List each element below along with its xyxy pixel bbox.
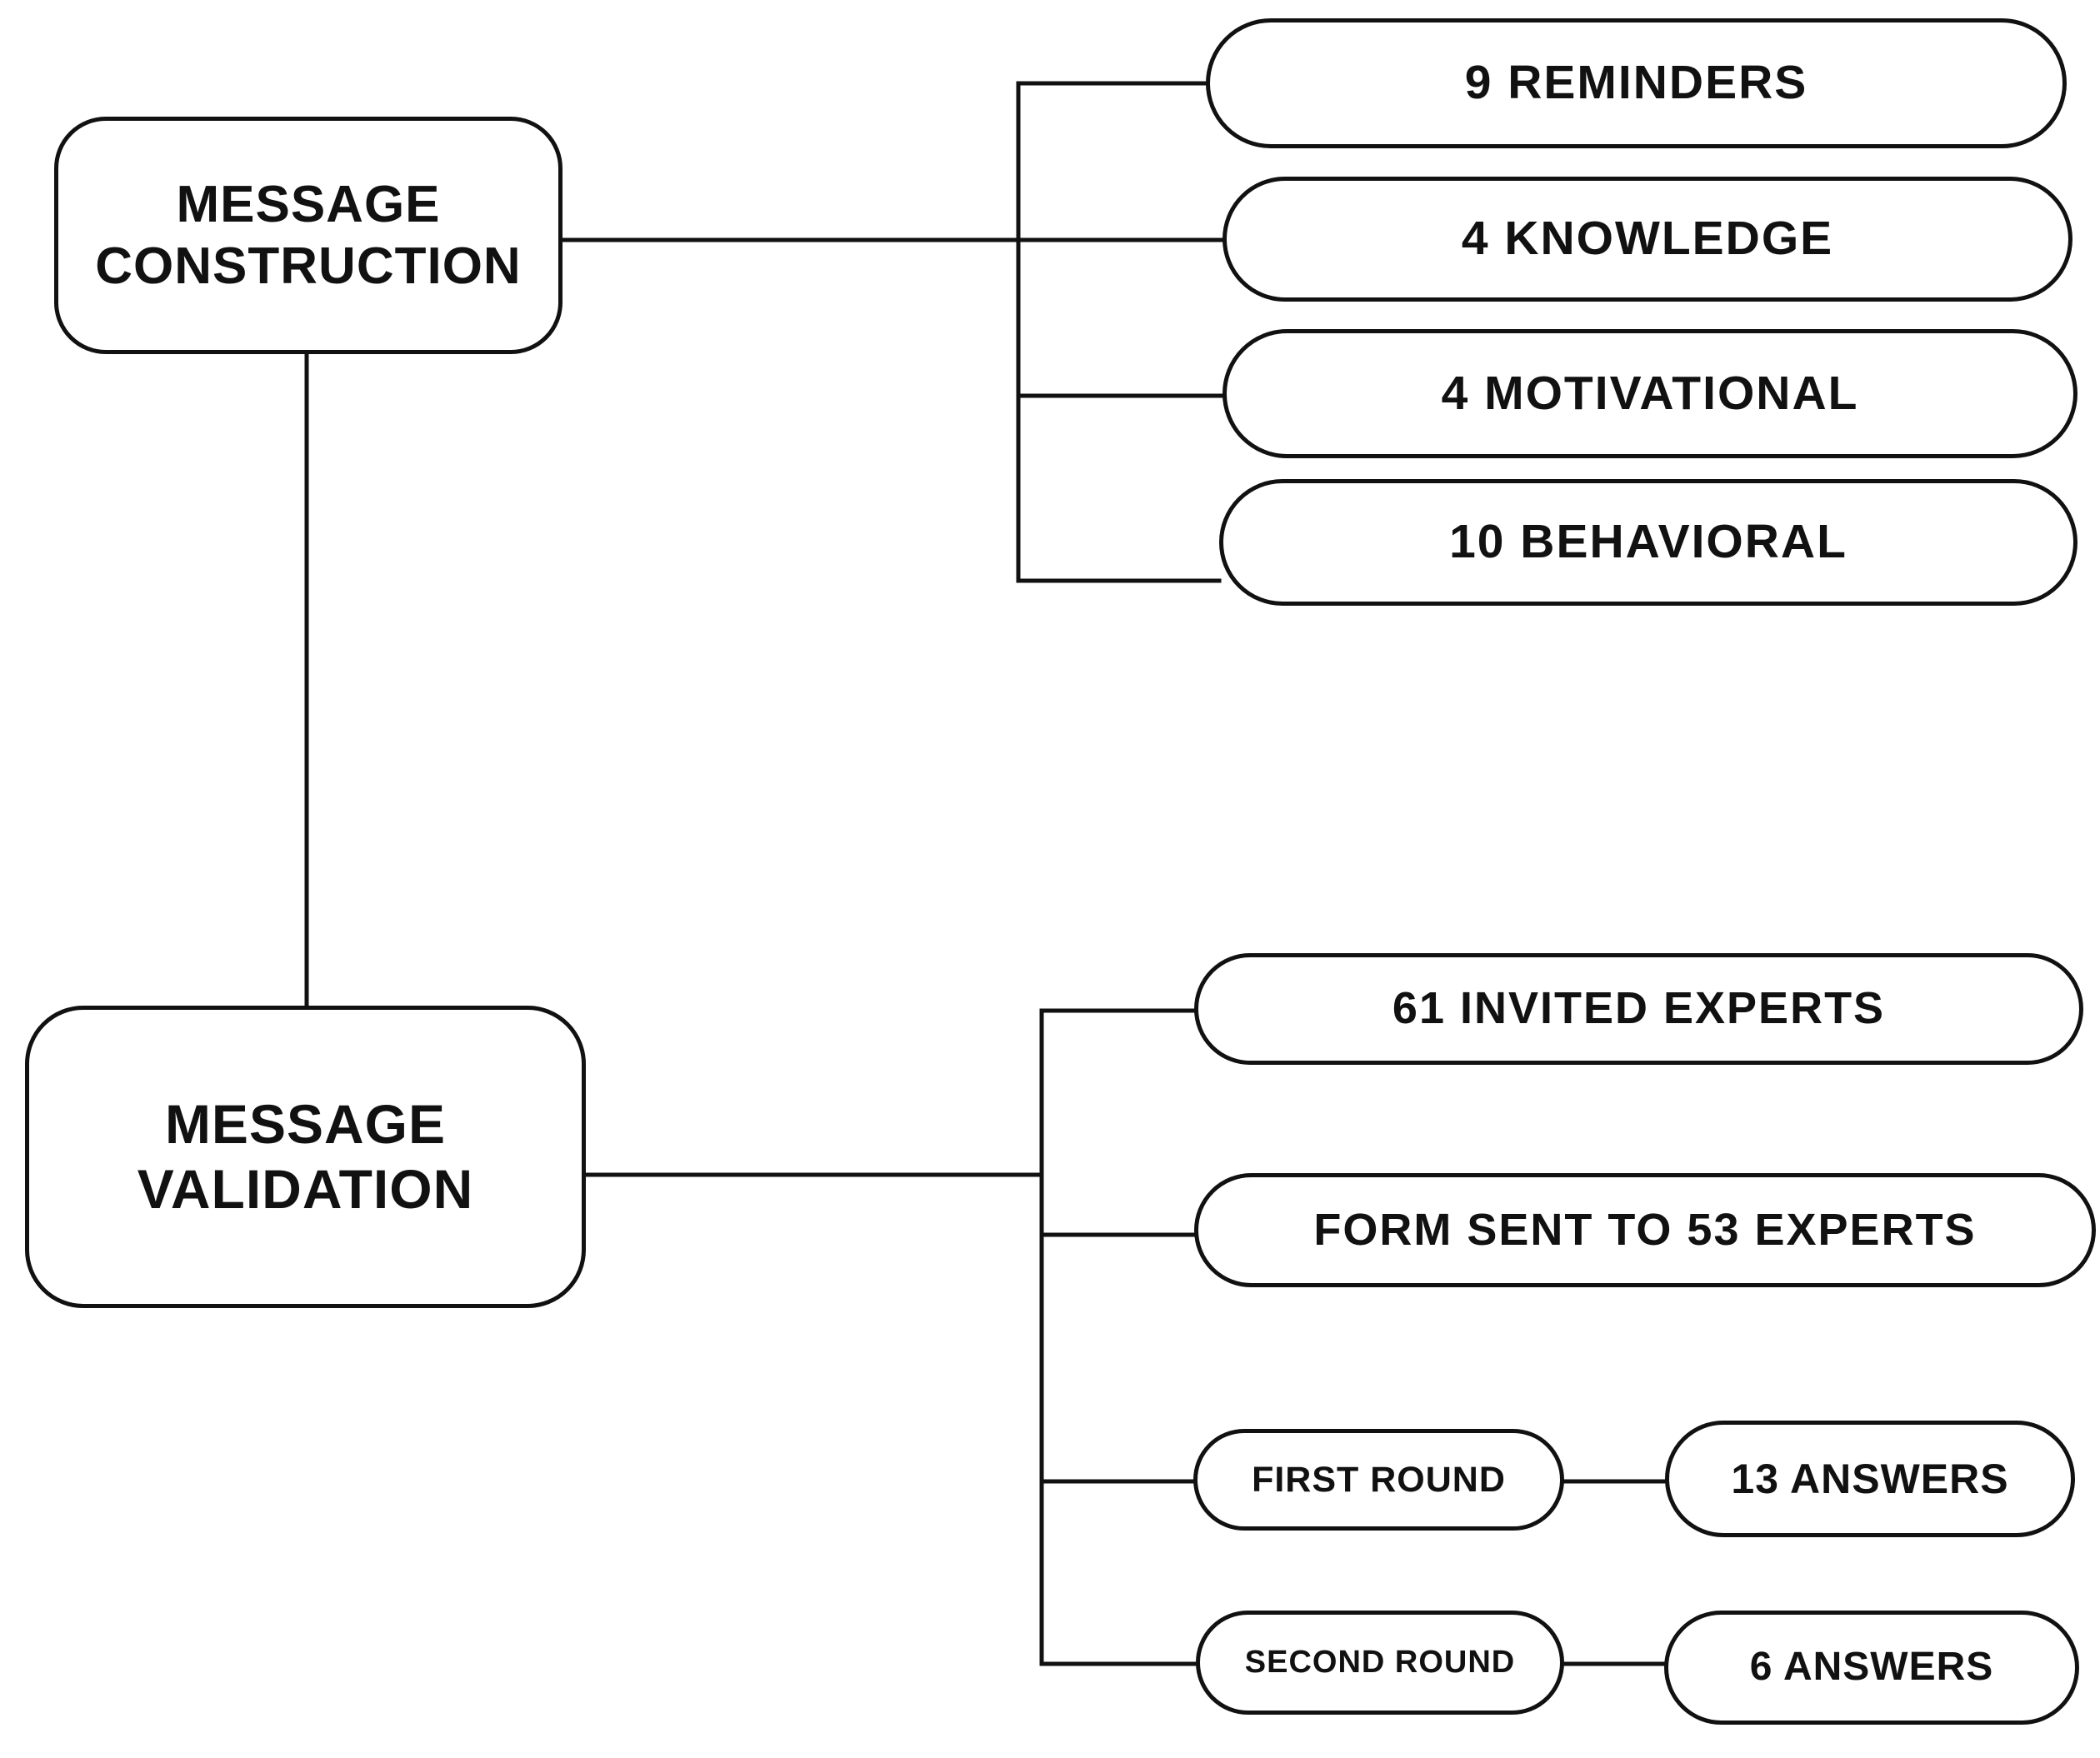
node-label: 4 MOTIVATIONAL — [1441, 366, 1859, 420]
node-message-construction: MESSAGE CONSTRUCTION — [54, 117, 562, 354]
node-first-round-answers: 13 ANSWERS — [1665, 1421, 2075, 1537]
node-motivational: 4 MOTIVATIONAL — [1222, 329, 2078, 458]
node-label: 61 INVITED EXPERTS — [1392, 983, 1886, 1034]
node-message-validation: MESSAGE VALIDATION — [25, 1006, 586, 1308]
node-second-round-answers: 6 ANSWERS — [1664, 1611, 2079, 1725]
node-knowledge: 4 KNOWLEDGE — [1222, 177, 2072, 302]
node-label: 9 REMINDERS — [1464, 56, 1808, 110]
node-form-sent: FORM SENT TO 53 EXPERTS — [1194, 1173, 2096, 1287]
node-label: 6 ANSWERS — [1749, 1645, 1994, 1690]
node-label: MESSAGE CONSTRUCTION — [95, 176, 522, 295]
node-label: SECOND ROUND — [1244, 1645, 1516, 1681]
node-reminders: 9 REMINDERS — [1206, 18, 2067, 148]
node-label: 4 KNOWLEDGE — [1461, 212, 1834, 266]
node-invited-experts: 61 INVITED EXPERTS — [1194, 953, 2083, 1065]
node-label: 10 BEHAVIORAL — [1449, 515, 1848, 569]
node-label: 13 ANSWERS — [1731, 1455, 2009, 1502]
node-label: FIRST ROUND — [1252, 1459, 1506, 1500]
node-second-round: SECOND ROUND — [1196, 1611, 1564, 1715]
node-first-round: FIRST ROUND — [1193, 1429, 1564, 1531]
node-behavioral: 10 BEHAVIORAL — [1219, 479, 2078, 606]
node-label: FORM SENT TO 53 EXPERTS — [1313, 1204, 1977, 1255]
node-label: MESSAGE VALIDATION — [137, 1092, 474, 1220]
